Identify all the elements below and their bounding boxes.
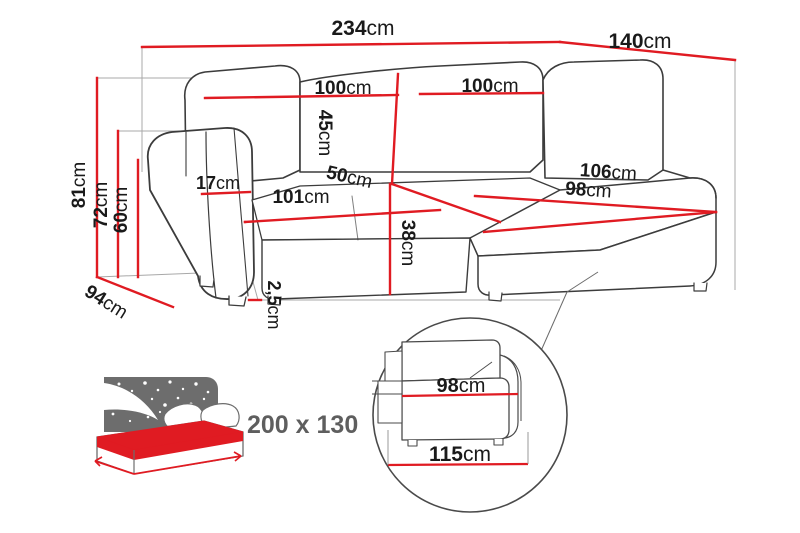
- seat-seam: [469, 237, 479, 257]
- dim-line-98: [482, 210, 718, 234]
- callout-label-115: 115cm: [429, 443, 491, 466]
- dim-line-94: [95, 275, 175, 309]
- callout-seat: [401, 377, 510, 441]
- callout-label-98: 98cm: [437, 375, 486, 397]
- label-38: 38cm: [397, 220, 418, 266]
- callout-arm-roll-2: [503, 355, 522, 421]
- callout-arm-roll: [499, 354, 519, 439]
- leg-front-left: [228, 295, 247, 307]
- blanket-front-edge: [97, 437, 134, 460]
- label-101: 101cm: [272, 187, 329, 208]
- chaise-right-arm: [662, 169, 717, 199]
- label-50: 50cm: [324, 162, 374, 193]
- label-2-5: 2,5cm: [264, 280, 284, 329]
- label-234: 234cm: [331, 17, 394, 40]
- left-armrest-inner-seam-2: [233, 127, 249, 297]
- label-60: 60cm: [111, 187, 132, 233]
- label-100-right: 100cm: [461, 76, 518, 97]
- sofa-outline: [146, 59, 717, 307]
- callout-left-ledge: [384, 350, 403, 382]
- callout-dim-115: [387, 462, 529, 467]
- leg-chaise-right: [693, 282, 708, 292]
- dim-line-101: [243, 208, 442, 224]
- cushion-divider: [351, 195, 359, 241]
- callout-dim-98: [401, 392, 519, 398]
- leg-center: [267, 295, 282, 306]
- left-armrest: [146, 127, 255, 300]
- dim-line-50: [390, 182, 502, 224]
- label-81: 81cm: [69, 162, 90, 208]
- leg-left-rear: [199, 275, 215, 288]
- callout-sofa-sketch: [372, 339, 522, 447]
- label-17: 17cm: [196, 173, 240, 193]
- label-140: 140cm: [608, 30, 671, 53]
- dim-line-45: [390, 72, 400, 186]
- dimension-lines: [95, 40, 737, 309]
- label-72: 72cm: [91, 182, 112, 228]
- bed-dimension-arrows: [94, 451, 242, 475]
- dim-line-100-right: [418, 91, 545, 96]
- right-backrest-cushion: [542, 59, 664, 181]
- dimension-labels: 234cm 140cm 100cm 100cm 45cm 50cm 101cm: [69, 17, 672, 330]
- callout-leg-right: [493, 439, 504, 446]
- dim-line-234: [140, 40, 562, 49]
- dim-line-100-left: [203, 93, 400, 100]
- callout-extension-lines: [387, 430, 529, 465]
- blanket-side-edge: [134, 432, 243, 460]
- label-45: 45cm: [314, 110, 335, 156]
- guide-lines: [96, 46, 736, 301]
- callout-left-side: [377, 380, 403, 424]
- callout-backrest: [401, 339, 501, 382]
- label-106: 106cm: [579, 160, 637, 185]
- detail-callout-circle: 98cm 115cm: [372, 317, 568, 513]
- label-98: 98cm: [564, 178, 612, 202]
- label-100-left: 100cm: [314, 78, 371, 99]
- dim-line-17: [200, 190, 252, 196]
- dim-line-140: [558, 40, 737, 62]
- callout-seam: [469, 361, 493, 379]
- bed-size-label: 200 x 130: [247, 411, 358, 439]
- sleeping-area-icon: 200 x 130: [94, 377, 358, 475]
- chaise-front-face: [477, 211, 717, 296]
- moon-crescent: [104, 383, 158, 420]
- seat-front-face: [261, 237, 471, 300]
- callout-dimension-lines: [387, 392, 529, 467]
- callout-leg-left: [407, 440, 418, 447]
- leg-chaise-left: [488, 291, 503, 302]
- dim-line-106: [473, 194, 718, 214]
